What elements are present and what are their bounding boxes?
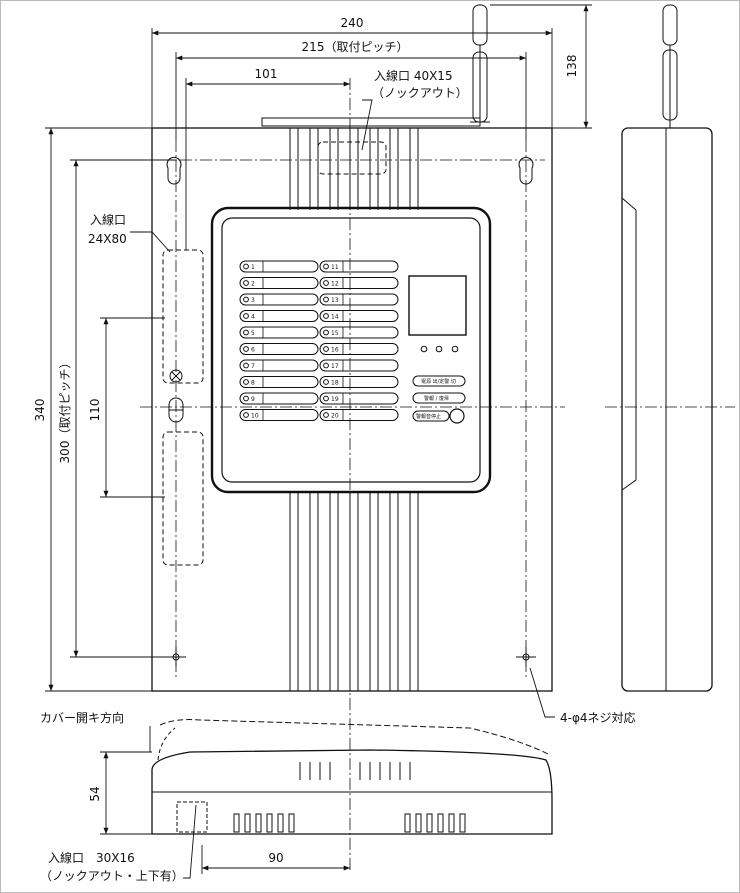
channel-led-icon (323, 280, 329, 286)
channel-number: 17 (331, 363, 339, 370)
keyhole-left-icon (166, 156, 182, 185)
dimension-lines (45, 4, 592, 879)
channel-slot-9: 9 (239, 392, 319, 405)
led-icon (435, 345, 443, 353)
channel-number: 15 (331, 330, 339, 337)
channel-led-icon (243, 296, 249, 303)
left-inlet-title: 入線口 (90, 212, 126, 227)
channel-slot-20: 20 (319, 409, 399, 421)
display-window (408, 275, 467, 336)
channel-slot-4: 4 (239, 310, 319, 322)
channel-slot-13: 13 (319, 293, 399, 306)
channel-led-icon (243, 395, 249, 402)
channel-number: 10 (251, 413, 259, 420)
channel-number: 5 (251, 330, 255, 337)
channel-number: 2 (251, 281, 255, 288)
channel-slot-17: 17 (319, 359, 399, 372)
channel-slot-5: 5 (239, 326, 319, 339)
panel-button-1-label: 電源 出/定警 切 (421, 378, 456, 385)
channel-led-icon (323, 329, 329, 336)
control-panel-inner (221, 217, 481, 483)
led-icon (451, 345, 459, 353)
channel-slot-1: 1 (239, 260, 319, 273)
channel-slot-8: 8 (239, 376, 319, 388)
channel-led-icon (323, 412, 329, 418)
channel-slot-10: 10 (239, 409, 319, 421)
channel-slot-18: 18 (319, 376, 399, 388)
bottom-view (151, 719, 553, 835)
cover-direction-label: カバー開キ方向 (40, 710, 124, 725)
led-icon (420, 345, 428, 353)
dim-mounting-pitch: 215（取付ピッチ） (302, 40, 409, 54)
dim-total-height: 340 (33, 399, 47, 422)
dim-vertical-pitch: 300（取付ピッチ） (58, 357, 72, 464)
bottom-inlet-note: （ノックアウト・上下有） (40, 869, 184, 883)
top-inlet-title: 入線口 40X15 (374, 68, 453, 83)
channel-number: 11 (331, 264, 339, 271)
buzzer-icon (449, 408, 465, 424)
channel-number: 7 (251, 363, 255, 370)
channel-led-icon (243, 379, 249, 385)
front-view (151, 117, 553, 692)
channel-number: 3 (251, 297, 255, 304)
channel-led-icon (243, 346, 249, 352)
centerlines (140, 78, 735, 870)
channel-number: 19 (331, 396, 339, 403)
channel-slot-14: 14 (319, 310, 399, 322)
channel-number: 20 (331, 413, 339, 420)
panel-button-2-label: 警報 / 復帰 (424, 395, 449, 402)
left-inlet-size: 24X80 (88, 232, 127, 246)
channel-number: 13 (331, 297, 339, 304)
channel-led-icon (323, 362, 329, 369)
channel-led-icon (243, 313, 249, 319)
channel-led-icon (323, 346, 329, 352)
control-panel-outer (210, 206, 492, 494)
channel-number: 4 (251, 314, 255, 321)
channel-slot-7: 7 (239, 359, 319, 372)
dim-inner-height: 110 (88, 399, 102, 422)
channel-slot-16: 16 (319, 343, 399, 355)
channel-led-icon (243, 412, 249, 418)
side-view (621, 4, 713, 692)
channel-led-icon (243, 263, 249, 270)
dim-antenna-height: 138 (565, 55, 579, 78)
screw-note: 4-φ4ネジ対応 (560, 711, 636, 725)
channel-slot-19: 19 (319, 392, 399, 405)
channel-number: 18 (331, 380, 339, 387)
channel-slot-11: 11 (319, 260, 399, 273)
channel-number: 16 (331, 347, 339, 354)
channel-slot-2: 2 (239, 277, 319, 289)
channel-number: 6 (251, 347, 255, 354)
bottom-inlet-title: 入線口 30X16 (48, 850, 135, 865)
housing-outline (151, 127, 553, 692)
channel-number: 1 (251, 264, 255, 271)
channel-led-icon (323, 263, 329, 270)
channel-slot-12: 12 (319, 277, 399, 289)
channel-led-icon (243, 280, 249, 286)
channel-number: 14 (331, 314, 339, 321)
channel-slot-6: 6 (239, 343, 319, 355)
channel-number: 9 (251, 396, 255, 403)
channel-led-icon (243, 362, 249, 369)
channel-led-icon (323, 379, 329, 385)
channel-led-icon (323, 395, 329, 402)
channel-number: 8 (251, 380, 255, 387)
dim-side-depth: 54 (88, 786, 102, 801)
channel-number: 12 (331, 281, 339, 288)
channel-slot-15: 15 (319, 326, 399, 339)
dim-bottom-offset: 90 (268, 851, 283, 865)
panel-button-3-label: 警報音停止 (416, 413, 441, 420)
antenna (470, 4, 490, 123)
channel-led-icon (323, 296, 329, 303)
wiring-channels (289, 128, 419, 691)
channel-led-icon (243, 329, 249, 336)
channel-led-icon (323, 313, 329, 319)
channel-slot-3: 3 (239, 293, 319, 306)
top-inlet-note: （ノックアウト） (372, 86, 468, 100)
dim-total-width: 240 (341, 16, 364, 30)
dim-center-offset: 101 (255, 67, 278, 81)
